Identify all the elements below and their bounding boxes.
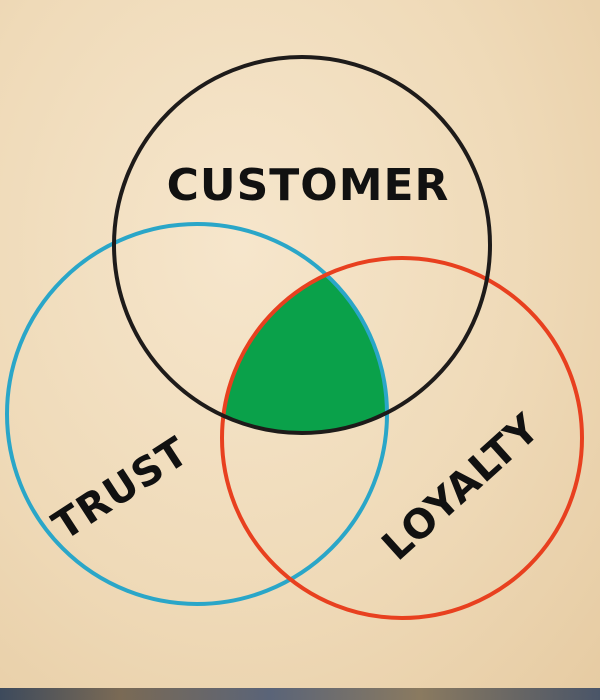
- customer-label: CUSTOMER: [167, 160, 450, 211]
- bottom-edge-strip: [0, 688, 600, 700]
- customer-circle: [112, 55, 492, 435]
- trust-label: TRUST: [45, 429, 197, 550]
- loyalty-label: LOYALTY: [374, 405, 550, 570]
- loyalty-circle: [220, 256, 584, 620]
